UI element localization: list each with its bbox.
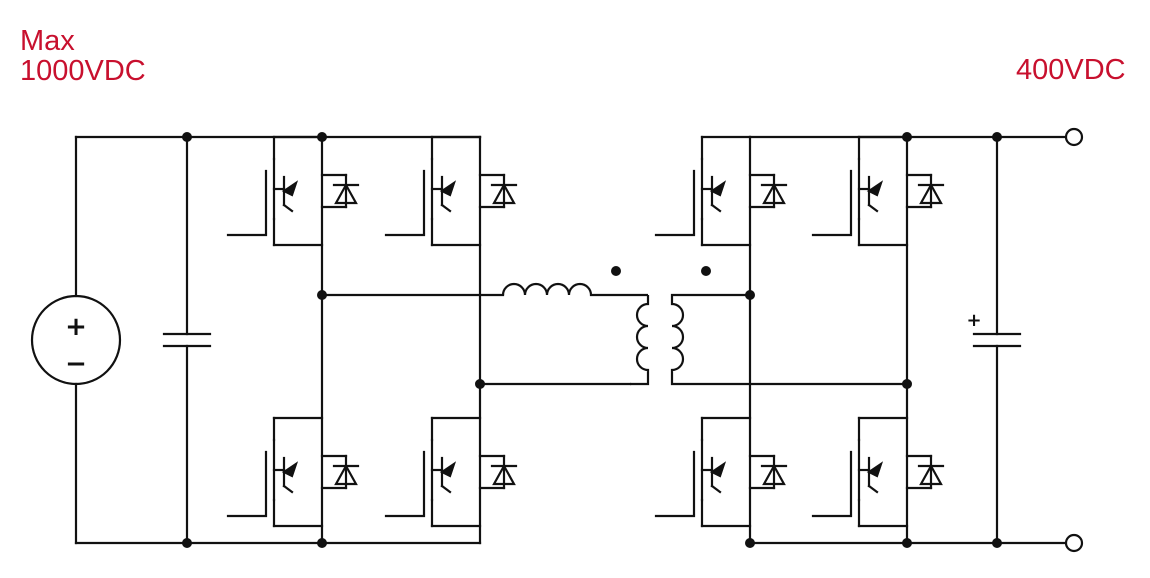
input-voltage-label: Max 1000VDC (20, 25, 146, 87)
output-terminal-negative (1064, 533, 1084, 553)
output-capacitor-plus-sign: + (966, 310, 981, 331)
switch-output-top-right (811, 135, 945, 247)
transformer-secondary-winding (670, 293, 907, 386)
series-inductor (501, 282, 648, 297)
input-capacitor (162, 135, 212, 545)
source-minus-sign: − (65, 349, 87, 379)
output-terminal-positive (1064, 127, 1084, 147)
switch-input-bottom-left (226, 416, 360, 528)
switch-output-bottom-left (654, 416, 788, 528)
switch-input-top-left (226, 135, 360, 247)
output-capacitor: + (966, 135, 1022, 545)
output-voltage-label: 400VDC (1016, 54, 1126, 86)
dc-voltage-source: + − (30, 135, 122, 545)
transformer-primary-winding (630, 295, 650, 386)
source-plus-sign: + (65, 312, 87, 342)
switch-input-top-right (384, 135, 518, 247)
primary-polarity-dot (611, 266, 621, 276)
junction-dots (182, 132, 1002, 548)
secondary-polarity-dot (701, 266, 711, 276)
switch-input-bottom-right (384, 416, 518, 528)
switch-output-bottom-right (811, 416, 945, 528)
switch-output-top-left (654, 135, 788, 247)
